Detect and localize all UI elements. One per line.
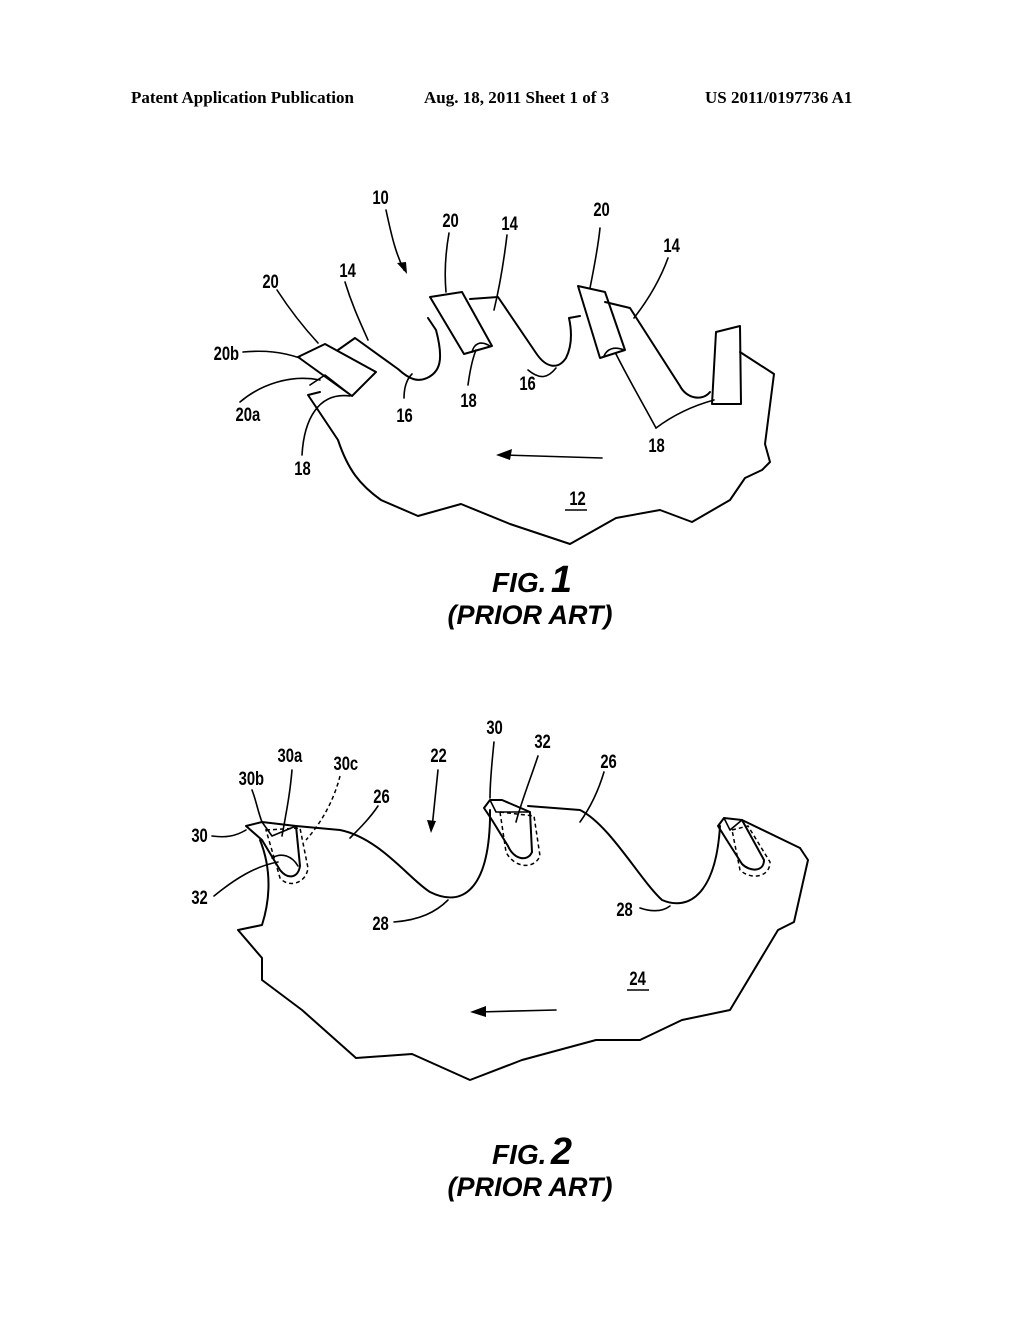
fig2-tooth-2-profile	[527, 805, 721, 905]
fig1-ref-14-right: 14	[663, 235, 680, 256]
fig1-ref-20-right: 20	[593, 199, 609, 220]
fig2-leader-28-left	[393, 899, 449, 923]
fig1-ref-18-left: 18	[294, 458, 310, 479]
fig1-carbide-tip-2	[429, 291, 493, 355]
fig1-tooth-3-profile	[604, 301, 711, 399]
fig1-ref-18-mid: 18	[460, 390, 476, 411]
fig2-tooth-3-profile	[741, 819, 801, 849]
fig1-carbide-tip-3	[577, 285, 626, 359]
fig1-caption-prefix: FIG.	[492, 567, 546, 598]
fig1-tip-3-braze	[603, 347, 625, 357]
fig2-ref-30c: 30c	[333, 753, 358, 774]
fig2-ref-32-left: 32	[191, 887, 207, 908]
fig1-carbide-tip-1	[297, 343, 377, 397]
fig2-leader-28-right	[639, 905, 671, 912]
fig1-leader-10-arrowhead	[397, 262, 407, 274]
figure-1: 10 12 14 14 14 16 16 18 18 18 20 20 20 2…	[214, 187, 775, 630]
fig2-ref-26-right: 26	[600, 751, 616, 772]
fig1-leader-20a	[239, 377, 321, 403]
fig2-caption-note: (PRIOR ART)	[448, 1172, 613, 1202]
fig1-ref-16-left: 16	[396, 405, 412, 426]
fig2-leader-30b	[251, 789, 263, 823]
fig2-carbide-tip-1	[245, 821, 301, 878]
fig1-ref-20a: 20a	[236, 404, 261, 425]
publication-date-sheet: Aug. 18, 2011 Sheet 1 of 3	[424, 88, 610, 107]
fig1-ref-20-left: 20	[262, 271, 278, 292]
fig2-blade-outline	[237, 839, 809, 1081]
fig2-tip-1-outline-dashed	[265, 827, 309, 885]
fig1-leader-10	[385, 209, 405, 271]
fig1-leader-20-left	[276, 289, 319, 344]
fig2-ref-30-left: 30	[191, 825, 207, 846]
fig1-ref-14-left: 14	[339, 260, 356, 281]
fig2-ref-24: 24	[629, 968, 646, 989]
fig1-ref-16-mid: 16	[519, 373, 535, 394]
fig1-blade-outline	[307, 351, 775, 545]
fig2-carbide-tip-3	[717, 817, 765, 871]
fig2-leader-32-mid	[515, 755, 539, 823]
fig1-leader-20b	[242, 350, 301, 359]
fig2-leader-30a	[281, 769, 293, 837]
fig2-caption: FIG. 2	[492, 1131, 572, 1173]
fig2-leader-22-arrowhead	[427, 820, 436, 833]
fig1-ref-10: 10	[372, 187, 388, 208]
fig2-tooth-1-profile	[295, 809, 491, 899]
fig2-ref-30a: 30a	[278, 745, 303, 766]
fig2-caption-number: 2	[550, 1131, 572, 1173]
fig1-leader-14-right	[633, 257, 669, 319]
fig1-ref-20b: 20b	[214, 343, 240, 364]
fig1-caption: FIG. 1	[492, 559, 572, 601]
fig2-ref-32-mid: 32	[534, 731, 550, 752]
fig1-ref-14-mid: 14	[501, 213, 518, 234]
fig1-tooth-2-profile	[469, 296, 581, 367]
fig2-leader-30c	[305, 775, 341, 841]
patent-number: US 2011/0197736 A1	[705, 88, 853, 107]
fig1-tip-1-seat	[309, 374, 353, 397]
fig2-ref-30b: 30b	[239, 768, 265, 789]
fig1-leader-20-right	[589, 227, 601, 289]
fig1-leader-16-mid	[527, 367, 557, 378]
fig1-leader-18-right	[615, 353, 657, 429]
fig1-ref-12: 12	[569, 488, 585, 509]
fig1-leader-18-left	[301, 394, 351, 456]
fig2-tip-2-outline-dashed	[499, 811, 541, 866]
fig2-rotation-arrow	[477, 1009, 557, 1013]
fig2-leader-30-mid	[489, 741, 495, 799]
fig1-leader-16-left	[403, 373, 413, 399]
fig2-ref-26-left: 26	[373, 786, 389, 807]
fig2-leader-26-right	[579, 771, 605, 823]
fig1-carbide-tip-4	[711, 325, 742, 405]
fig1-leader-14-left	[344, 281, 369, 341]
fig2-ref-22: 22	[430, 745, 446, 766]
figure-2: 22 24 26 26 28 28 30 30 30a 30b 30c 32 3…	[191, 717, 809, 1202]
fig1-caption-note: (PRIOR ART)	[448, 600, 613, 630]
fig2-leader-30-left	[211, 829, 247, 838]
fig1-caption-number: 1	[551, 559, 572, 601]
fig1-ref-18-right: 18	[648, 435, 664, 456]
fig1-leader-18-right-b	[655, 399, 715, 429]
fig2-ref-28-left: 28	[372, 913, 388, 934]
fig2-ref-30-mid: 30	[486, 717, 502, 738]
fig1-tip-2-braze	[471, 342, 491, 353]
fig1-tooth-1-profile	[337, 317, 442, 381]
fig2-tip-3-outline-dashed	[731, 825, 771, 877]
fig2-arrow-head	[470, 1006, 486, 1017]
fig2-tip-3-face	[723, 817, 743, 831]
fig1-arrow-head	[496, 449, 512, 460]
fig1-leader-18-mid	[467, 349, 477, 386]
fig1-ref-20-mid: 20	[442, 210, 458, 231]
fig1-leader-20-mid	[444, 232, 450, 293]
publication-title: Patent Application Publication	[131, 88, 354, 107]
fig2-leader-26-left	[349, 805, 379, 839]
fig2-leader-22	[431, 769, 439, 829]
fig1-leader-14-mid	[493, 234, 508, 311]
fig2-ref-28-right: 28	[616, 899, 632, 920]
fig1-rotation-arrow	[503, 454, 603, 459]
fig2-leader-32-left	[213, 861, 279, 897]
fig2-carbide-tip-2	[483, 799, 533, 860]
fig2-caption-prefix: FIG.	[492, 1139, 546, 1170]
